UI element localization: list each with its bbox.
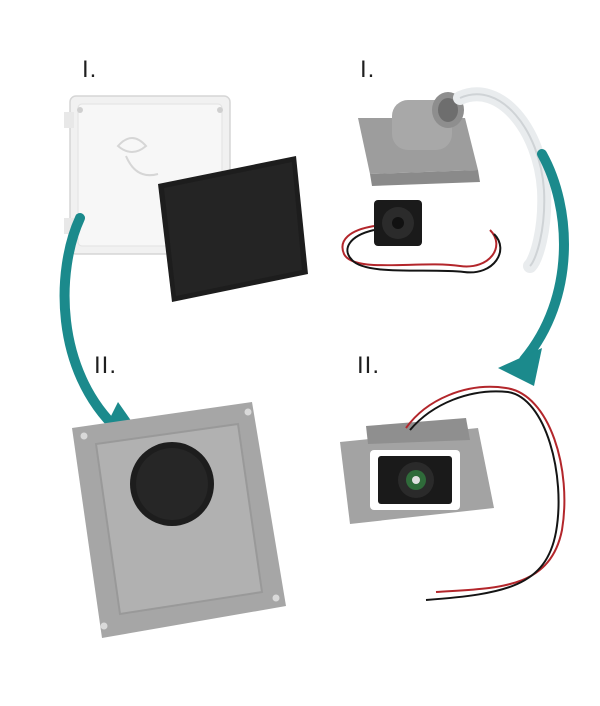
metal-plate-svg [72,402,286,638]
right-curved-arrow-svg [498,149,569,386]
assembled-fan-svg [340,385,566,601]
metal-plate-with-filter-illustration [62,392,298,644]
assembled-wires-icon [405,385,566,601]
fan-parts-svg [341,87,552,274]
flexible-tube-icon [453,87,552,273]
round-filter-opening-icon [130,442,214,526]
right-step-2-label: II. [357,352,381,379]
fan-duct-housing-icon [358,92,480,186]
small-fan-icon [374,200,422,246]
fan-parts-illustration [330,70,580,310]
right-curved-arrow [480,148,580,388]
filter-box-svg [64,95,308,302]
black-foam-pad-icon [158,156,308,302]
left-step-1-label: I. [82,56,98,83]
assembled-fan-illustration [336,380,576,610]
fan-wires-icon [341,225,502,274]
filter-box-and-foam-illustration [60,88,310,308]
assembled-fan-icon [370,450,460,510]
left-step-2-label: II. [94,352,118,379]
right-step-1-label: I. [360,56,376,83]
